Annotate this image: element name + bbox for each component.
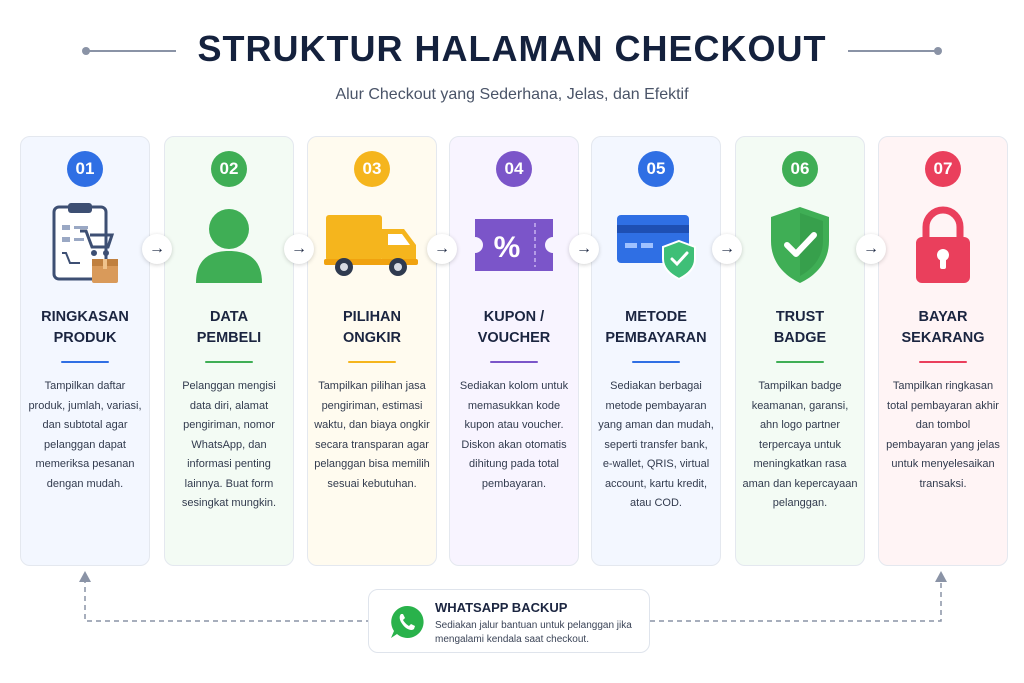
credit-card-shield-icon: [592, 201, 720, 291]
step-title-underline: [490, 361, 538, 363]
step-number-badge: 02: [211, 151, 247, 187]
step-number-badge: 01: [67, 151, 103, 187]
step-title-underline: [776, 361, 824, 363]
step-card-kupon-voucher: 04 % KUPON /VOUCHER Sediakan kolom untuk…: [449, 136, 579, 566]
user-icon: [165, 201, 293, 291]
arrow-right-icon: →: [712, 234, 742, 264]
arrow-right-icon: →: [142, 234, 172, 264]
arrow-right-icon: →: [569, 234, 599, 264]
arrow-right-icon: →: [856, 234, 886, 264]
step-number-badge: 03: [354, 151, 390, 187]
whatsapp-backup-box: WHATSAPP BACKUP Sediakan jalur bantuan u…: [368, 589, 650, 653]
step-number-badge: 06: [782, 151, 818, 187]
arrow-right-icon: →: [284, 234, 314, 264]
step-number-badge: 04: [496, 151, 532, 187]
lock-icon: [879, 201, 1007, 291]
step-title-underline: [205, 361, 253, 363]
page-title: STRUKTUR HALAMAN CHECKOUT: [197, 28, 827, 69]
title-decor-dot-left: [82, 47, 90, 55]
step-description: Sediakan berbagai metode pembayaran yang…: [598, 380, 714, 509]
step-title-underline: [919, 361, 967, 363]
step-title-underline: [61, 361, 109, 363]
title-decor-line-right: [848, 50, 938, 52]
step-description: Tampilkan badge keamanan, garansi, ahn l…: [742, 380, 858, 509]
title-decor-line-left: [86, 50, 176, 52]
step-number-badge: 07: [925, 151, 961, 187]
step-number-badge: 05: [638, 151, 674, 187]
step-description: Tampilkan pilihan jasa pengiriman, estim…: [314, 380, 430, 490]
shield-check-icon: [736, 201, 864, 291]
step-title: KUPON /VOUCHER: [477, 309, 551, 346]
title-row: STRUKTUR HALAMAN CHECKOUT: [0, 28, 1024, 76]
coupon-icon: %: [450, 201, 578, 291]
step-description: Sediakan kolom untuk memasukkan kode kup…: [459, 380, 569, 490]
svg-text:%: %: [494, 231, 521, 264]
whatsapp-backup-description: Sediakan jalur bantuan untuk pelanggan j…: [435, 620, 632, 645]
step-description: Tampilkan ringkasan total pembayaran akh…: [886, 380, 1000, 490]
title-decor-dot-right: [934, 47, 942, 55]
clipboard-cart-icon: [21, 201, 149, 291]
page-subtitle: Alur Checkout yang Sederhana, Jelas, dan…: [335, 86, 689, 103]
step-description: Tampilkan daftar produk, jumlah, variasi…: [28, 380, 142, 490]
whatsapp-icon: [389, 604, 425, 645]
truck-icon: [308, 201, 436, 291]
step-title-underline: [632, 361, 680, 363]
step-title-underline: [348, 361, 396, 363]
arrow-right-icon: →: [427, 234, 457, 264]
whatsapp-backup-title: WHATSAPP BACKUP: [435, 600, 568, 615]
step-description: Pelanggan mengisi data diri, alamat peng…: [181, 380, 277, 509]
